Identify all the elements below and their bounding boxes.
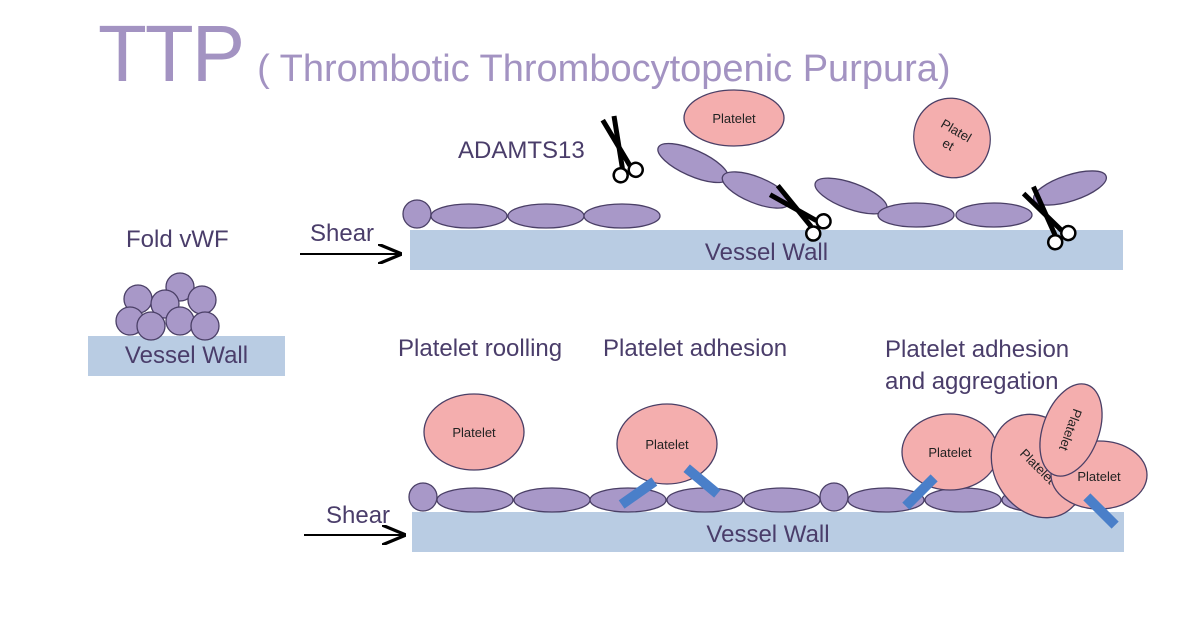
platelet-adhesion-label: Platelet adhesion [603,335,788,362]
platelet-top-1-label: Platelet [712,111,756,126]
platelet-adhesion: Platelet [616,403,721,509]
scissors-icon-2 [768,183,832,242]
vessel-wall-small-label: Vessel Wall [124,342,249,369]
vwf-chain-top [402,142,1108,229]
adhesion-aggregation-label-1: Platelet adhesion [885,336,1070,363]
agg-platelet-3-text: Platelet [1077,469,1121,484]
vwf-chain-bottom [408,482,1079,513]
shear-label-top: Shear [310,220,375,247]
title-full: ( Thrombotic Thrombocytopenic Purpura) [257,48,951,90]
platelet-adhesion-text: Platelet [645,437,689,452]
vessel-wall-top: Vessel Wall [410,230,1123,270]
platelet-rolling-label: Platelet roolling [398,335,563,362]
adamts13-label: ADAMTS13 [458,137,585,164]
platelet-rolling: Platelet [423,393,525,471]
shear-label-bottom: Shear [326,502,391,529]
fold-vwf-label: Fold vWF [126,226,229,253]
vessel-wall-bottom-label: Vessel Wall [706,521,830,548]
folded-vwf-cluster [115,272,220,341]
page-title: TTP ( Thrombotic Thrombocytopenic Purpura… [98,8,951,100]
scissors-icon-1 [600,115,644,184]
vessel-wall-small: Vessel Wall [88,336,285,376]
scissors-icon-3 [1021,185,1077,251]
platelet-rolling-text: Platelet [452,425,496,440]
adhesion-aggregation-label-2: and aggregation [885,368,1059,395]
vessel-wall-top-label: Vessel Wall [704,239,829,266]
title-abbr: TTP [98,9,245,98]
platelet-top-2: Platel et [913,97,991,179]
platelet-top-1: Platelet [683,89,785,147]
vessel-wall-bottom: Vessel Wall [412,512,1124,552]
platelet-aggregation: Platelet Platelet Platelet Platelet [901,383,1148,529]
agg-platelet-1-text: Platelet [928,445,972,460]
